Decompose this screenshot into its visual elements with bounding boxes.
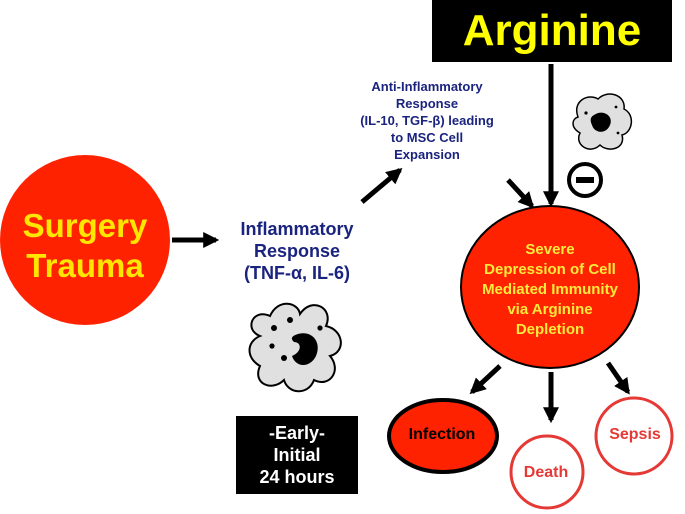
surgery-trauma-label: Surgery Trauma <box>0 206 170 286</box>
anti-line-1: Anti-Inflammatory <box>371 79 483 94</box>
arginine-box: Arginine <box>432 0 672 62</box>
anti-line-3: (IL-10, TGF-β) leading <box>360 113 494 128</box>
inflammatory-line-1: Inflammatory <box>240 219 354 239</box>
anti-line-4: to MSC Cell <box>390 130 464 145</box>
sepsis-label: Sepsis <box>609 426 661 443</box>
severe-depression-label: Severe Depression of Cell Mediated Immun… <box>470 240 630 340</box>
anti-line-2: Response <box>395 96 459 111</box>
arrow-severe-to-sepsis <box>605 361 631 395</box>
death-label: Death <box>523 464 569 481</box>
anti-line-5: Expansion <box>394 147 460 162</box>
infection-circle <box>387 398 499 474</box>
early-line-1: -Early- <box>268 423 326 443</box>
inhibition-minus-icon <box>567 162 603 198</box>
severe-line-4: via Arginine <box>507 301 593 318</box>
arrow-anti-inflammatory-to-severe <box>506 178 535 209</box>
macrophage-small-icon <box>572 93 633 150</box>
severe-line-3: Mediated Immunity <box>482 281 618 298</box>
surgery-trauma-circle <box>0 155 170 325</box>
early-line-3: 24 hours <box>259 467 335 487</box>
infection-label: Infection <box>408 426 476 443</box>
severe-line-2: Depression of Cell <box>484 261 616 278</box>
severe-depression-circle <box>460 205 640 369</box>
trauma-label: Trauma <box>26 247 144 284</box>
arrow-severe-to-infection <box>469 364 502 395</box>
arginine-label: Arginine <box>462 6 642 55</box>
anti-inflammatory-response-label: Anti-Inflammatory Response (IL-10, TGF-β… <box>354 78 500 163</box>
severe-line-1: Severe <box>525 241 575 258</box>
sepsis-circle <box>594 396 674 476</box>
severe-line-5: Depletion <box>515 321 585 338</box>
inflammatory-response-label: Inflammatory Response (TNF-α, IL-6) <box>222 218 372 284</box>
inflammatory-line-2: Response <box>253 241 341 261</box>
surgery-label: Surgery <box>22 207 148 244</box>
inflammatory-line-3: (TNF-α, IL-6) <box>243 263 351 283</box>
death-circle <box>509 434 585 510</box>
early-line-2: Initial <box>273 445 321 465</box>
macrophage-large-icon <box>248 302 342 393</box>
early-initial-box: -Early- Initial 24 hours <box>236 416 358 494</box>
arrow-inflammatory-to-anti-inflammatory <box>360 167 403 204</box>
